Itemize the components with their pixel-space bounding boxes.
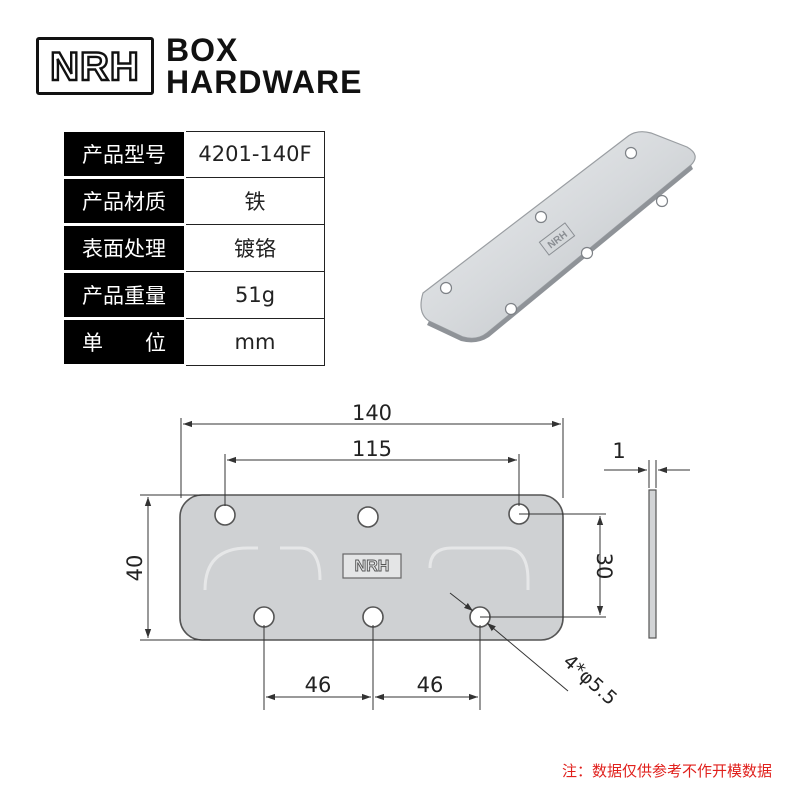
dim-height-label: 40 [123, 555, 147, 582]
mounting-hole [214, 504, 236, 526]
spec-row-finish: 表面处理 镀铬 [62, 223, 325, 273]
mounting-hole [253, 606, 275, 628]
dim-bottom-pitch [263, 625, 481, 710]
photo-hole [504, 302, 518, 316]
spec-row-material: 产品材质 铁 [62, 176, 325, 226]
technical-drawing: NRH 140 115 40 30 1 [123, 401, 690, 710]
photo-hole [534, 210, 548, 224]
dim-hole-span-label: 115 [352, 437, 392, 461]
dim-thickness [604, 460, 690, 488]
brand-logo: NRH BOX HARDWARE [36, 34, 362, 98]
spec-row-model: 产品型号 4201-140F [62, 130, 325, 179]
brand-name-line1: BOX [166, 32, 239, 68]
logo-mark-svg: NRH [49, 44, 140, 88]
dim-hole-span [224, 454, 520, 506]
plate-stamp: NRH [342, 553, 402, 579]
spec-value: 铁 [184, 177, 325, 225]
plate-stamp-text: NRH [355, 558, 390, 575]
photo-hole [624, 146, 638, 160]
spec-row-unit: 单 位 mm [62, 317, 325, 367]
spec-label: 产品型号 [62, 130, 186, 179]
dim-thickness-label: 1 [612, 439, 625, 463]
product-photo: NRH [420, 131, 696, 343]
spec-label: 产品重量 [62, 270, 186, 320]
dim-hole-pitch [480, 513, 606, 618]
dim-overall-length-label: 140 [352, 401, 392, 425]
photo-hole [439, 281, 453, 295]
plate-emboss [203, 546, 530, 591]
brand-name-line2: HARDWARE [166, 64, 363, 100]
dim-height [140, 494, 210, 641]
disclaimer-note: 注：数据仅供参考不作开模数据 [561, 762, 772, 780]
logo-mark: NRH [36, 37, 154, 95]
dim-hole-pitch-label: 30 [592, 553, 616, 580]
hole-callout-label: 4*φ5.5 [559, 650, 622, 709]
spec-label: 表面处理 [62, 223, 186, 273]
spec-value: 51g [184, 271, 325, 319]
photo-hole [655, 194, 669, 208]
dim-overall-length [180, 418, 564, 498]
spec-label: 单 位 [62, 317, 186, 367]
spec-value: mm [184, 318, 325, 366]
spec-table: 产品型号 4201-140F 产品材质 铁 表面处理 镀铬 产品重量 51g 单… [62, 130, 325, 367]
spec-label: 产品材质 [62, 176, 186, 226]
logo-letters: NRH [50, 45, 140, 88]
brand-name: BOX HARDWARE [166, 34, 362, 98]
plate-side-view [648, 489, 657, 639]
hole-callout-leader [449, 592, 569, 692]
mounting-hole [357, 506, 379, 528]
mounting-hole [362, 606, 384, 628]
spec-value: 镀铬 [184, 224, 325, 272]
spec-row-weight: 产品重量 51g [62, 270, 325, 320]
dim-bottom-pitch-left-label: 46 [305, 673, 332, 697]
photo-hole [580, 246, 594, 260]
dim-bottom-pitch-right-label: 46 [417, 673, 444, 697]
spec-value: 4201-140F [184, 130, 325, 178]
